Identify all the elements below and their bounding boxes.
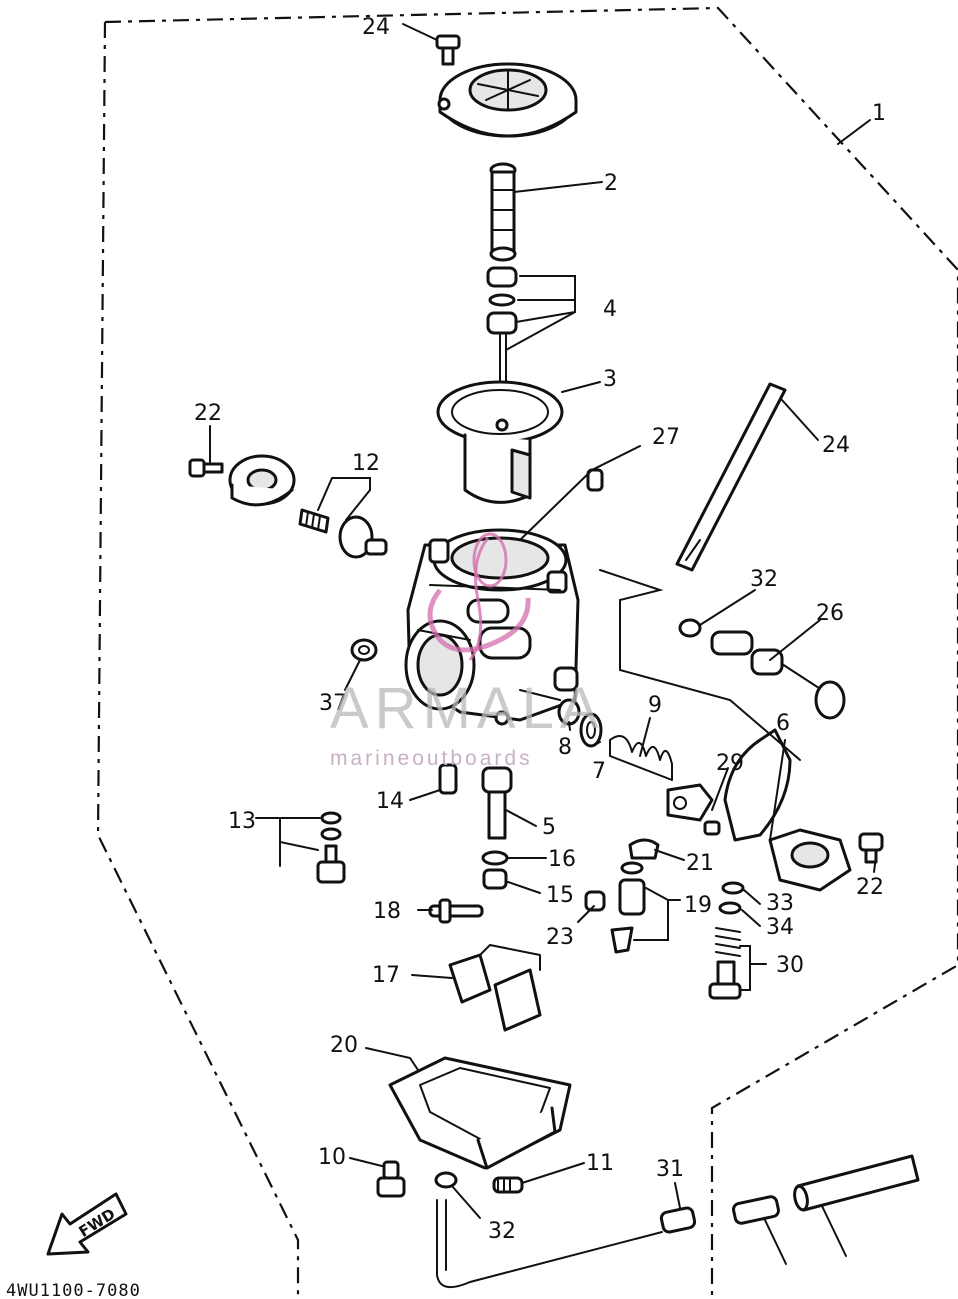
top-cover-screw xyxy=(435,34,461,66)
part-label-1: 1 xyxy=(872,101,886,126)
part-label-25: 24 xyxy=(362,15,390,40)
cover-screw-left xyxy=(188,458,224,478)
drain-plug-10 xyxy=(376,1160,406,1198)
leader-lines xyxy=(209,23,877,1265)
part-label-3: 3 xyxy=(603,367,617,392)
watermark-brand: ARMALA xyxy=(330,676,605,741)
pilot-screw-set xyxy=(710,630,846,720)
carburetor-top-cover xyxy=(437,62,578,138)
part-label-22-right: 22 xyxy=(856,875,884,900)
washer-34 xyxy=(718,901,742,915)
throttle-stop-lever xyxy=(666,783,721,836)
needle-jet xyxy=(481,766,513,840)
part-label-30: 31 xyxy=(656,1157,684,1182)
breather-hose xyxy=(793,1154,920,1212)
part-label-18: 18 xyxy=(373,899,401,924)
watermark-tagline: marineoutboards xyxy=(330,747,533,770)
part-label-16: 16 xyxy=(548,847,576,872)
drain-screw-11 xyxy=(492,1176,524,1194)
jet-needle-set xyxy=(486,266,518,401)
main-jet-washer xyxy=(481,850,509,866)
drain-screw-set xyxy=(708,927,742,1000)
diaphragm-gasket xyxy=(723,728,792,842)
part-label-29: 30 xyxy=(776,953,804,978)
part-label-31: 32 xyxy=(488,1219,516,1244)
starter-jet xyxy=(438,763,458,795)
needle-valve-set xyxy=(610,861,646,954)
float-pin xyxy=(428,898,484,924)
plunger-cap xyxy=(628,838,660,860)
part-label-2: 2 xyxy=(604,171,618,196)
jet-holder-23 xyxy=(584,890,606,912)
part-label-7: 7 xyxy=(592,759,606,784)
part-label-11: 11 xyxy=(586,1151,614,1176)
part-label-28: 29 xyxy=(716,751,744,776)
pilot-o-ring xyxy=(678,618,702,638)
part-label-23: 23 xyxy=(546,925,574,950)
part-label-26: 26 xyxy=(816,601,844,626)
screw-27 xyxy=(586,468,604,492)
watermark: ARMALA marineoutboards xyxy=(330,532,605,770)
float-chamber xyxy=(388,1056,572,1170)
hose-joint xyxy=(732,1195,780,1225)
vent-tube xyxy=(675,382,787,572)
part-label-17: 17 xyxy=(372,963,400,988)
watermark-logo-icon xyxy=(427,532,531,661)
enricher-spring-and-diaphragm xyxy=(298,508,388,559)
main-jet xyxy=(482,868,508,890)
cover-screw-right xyxy=(858,832,884,864)
part-label-20: 20 xyxy=(330,1033,358,1058)
part-labels: 24 1 2 4 3 22 27 24 12 32 26 37 9 6 8 29… xyxy=(194,15,886,1244)
throttle-valve-diaphragm xyxy=(436,380,564,504)
coil-spring xyxy=(609,735,673,781)
assembly-boundary xyxy=(96,6,958,1299)
part-label-5: 5 xyxy=(542,815,556,840)
part-label-35: 37 xyxy=(319,691,347,716)
figure-code: 4WU1100-7080 xyxy=(6,1281,141,1299)
drain-hose xyxy=(436,1199,697,1289)
float xyxy=(448,944,542,1032)
pilot-jet-set xyxy=(316,811,346,884)
part-label-4: 4 xyxy=(603,297,617,322)
part-label-32: 32 xyxy=(750,567,778,592)
part-label-10: 10 xyxy=(318,1145,346,1170)
accelerator-pump-cover xyxy=(768,828,852,892)
part-label-19: 19 xyxy=(684,893,712,918)
part-label-24: 24 xyxy=(822,433,850,458)
part-label-12: 12 xyxy=(352,451,380,476)
part-label-33: 33 xyxy=(766,891,794,916)
part-label-8: 8 xyxy=(558,735,572,760)
forward-arrow-icon: FWD xyxy=(46,1192,128,1256)
part-label-9: 9 xyxy=(648,693,662,718)
part-label-13: 13 xyxy=(228,809,256,834)
part-label-34: 34 xyxy=(766,915,794,940)
throttle-valve-spring xyxy=(489,162,517,262)
part-label-6: 6 xyxy=(776,711,790,736)
part-label-27: 27 xyxy=(652,425,680,450)
part-label-14: 14 xyxy=(376,789,404,814)
coasting-enricher-cover xyxy=(228,454,296,507)
part-label-22-left: 22 xyxy=(194,401,222,426)
gasket-33 xyxy=(721,881,745,895)
plug-35 xyxy=(350,638,378,662)
drain-hose-clip xyxy=(434,1171,458,1189)
part-label-21: 21 xyxy=(686,851,714,876)
part-label-15: 15 xyxy=(546,883,574,908)
o-ring xyxy=(579,712,603,748)
